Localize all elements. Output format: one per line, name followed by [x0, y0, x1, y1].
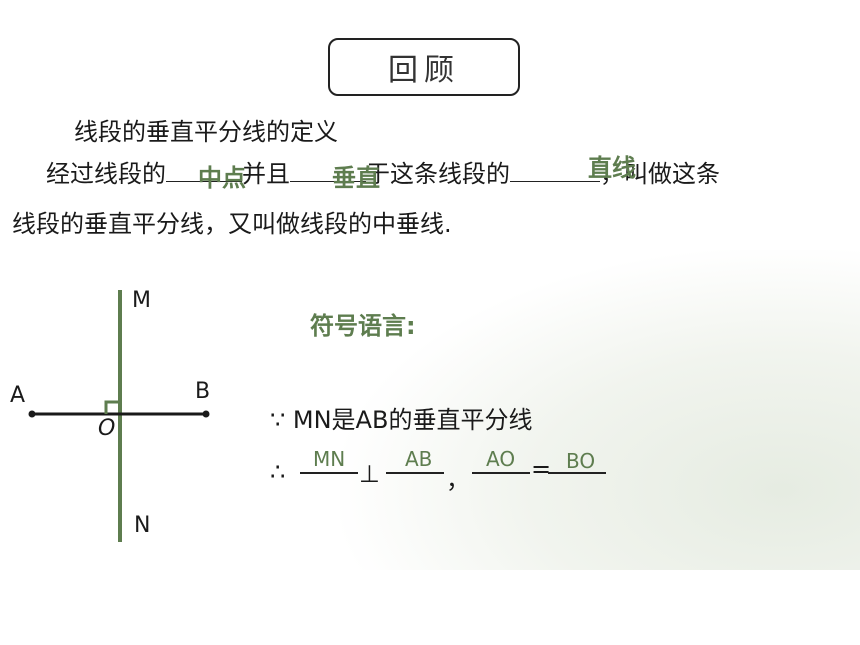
definition-text-1c: 于这条线段的 [366, 160, 510, 188]
answer-midpoint: 中点 [198, 164, 246, 192]
answer-bo: BO [566, 449, 596, 473]
blank-2 [290, 159, 366, 182]
label-b: B [195, 379, 211, 404]
equals-sign: = [531, 455, 552, 483]
comma: ， [446, 466, 470, 494]
blank-3 [510, 159, 600, 182]
definition-line-2: 线段的垂直平分线，又叫做线段的中垂线. [12, 210, 452, 238]
definition-heading: 线段的垂直平分线的定义 [74, 118, 338, 146]
blank-1 [166, 159, 242, 182]
definition-text-1a: 经过线段的 [46, 160, 166, 188]
definition-text-1d: ，叫做这条 [600, 160, 720, 188]
answer-ab: AB [405, 447, 433, 471]
answer-mn: MN [313, 447, 346, 471]
definition-text-1b: 并且 [242, 160, 290, 188]
label-o: O [98, 416, 116, 441]
blank-ab [386, 472, 444, 474]
answer-line: 直线 [588, 154, 636, 182]
label-n: N [134, 513, 151, 538]
point-b-dot [202, 410, 210, 418]
label-a: A [10, 383, 26, 408]
title-box: 回顾 [328, 38, 520, 96]
right-angle-mark [104, 400, 120, 414]
answer-perpendicular: 垂直 [332, 164, 380, 192]
perp-symbol: ⊥ [359, 460, 380, 488]
perpendicular-bisector-figure [28, 290, 210, 542]
label-m: M [132, 288, 151, 313]
because-statement: ∵ MN是AB的垂直平分线 [270, 406, 533, 434]
blank-mn [300, 472, 358, 474]
blank-ao [472, 472, 530, 474]
point-a-dot [28, 410, 36, 418]
symbolic-heading: 符号语言: [310, 312, 416, 340]
blank-bo [548, 472, 606, 474]
therefore-symbol: ∴ [270, 458, 286, 486]
definition-line-1: 经过线段的 并且 于这条线段的 ，叫做这条 [46, 154, 720, 189]
answer-ao: AO [486, 447, 516, 471]
background-wash [340, 250, 860, 570]
